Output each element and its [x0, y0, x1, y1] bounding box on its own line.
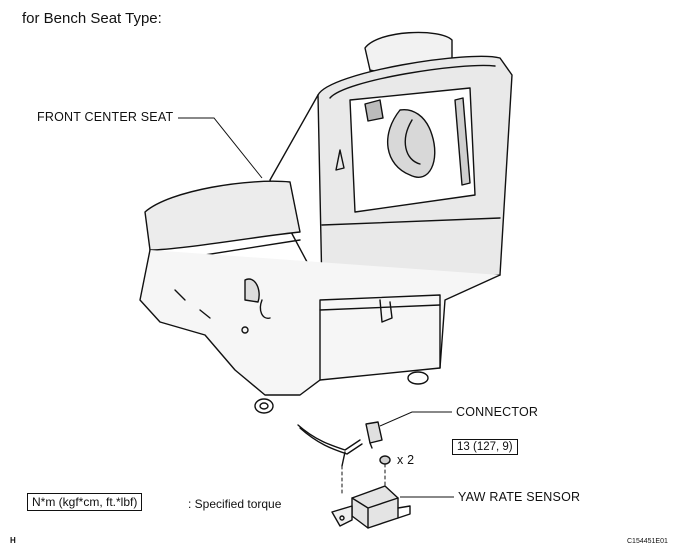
figure-id: C154451E01 [627, 538, 668, 545]
front-center-seat-label: FRONT CENTER SEAT [37, 110, 174, 124]
footer-left-code: H [10, 536, 16, 545]
quantity-label: x 2 [397, 453, 415, 467]
diagram-heading: for Bench Seat Type: [22, 10, 162, 27]
nut-shape [379, 455, 391, 465]
torque-legend-desc: : Specified torque [188, 497, 282, 511]
yaw-rate-sensor-label: YAW RATE SENSOR [458, 490, 581, 504]
install-guide-lines [341, 463, 386, 496]
torque-value-box: 13 (127, 9) [452, 439, 518, 455]
connector-label: CONNECTOR [456, 405, 539, 419]
seat-leader-line [178, 117, 263, 179]
cupholder-shape [335, 87, 476, 213]
yaw-rate-sensor-shape [331, 485, 411, 529]
wire-harness-shape [297, 424, 363, 467]
seat-cushion-shape [144, 180, 301, 263]
seat-frame-shape [139, 249, 501, 414]
connector-leader-line [379, 411, 452, 427]
connector-shape [365, 421, 383, 449]
torque-legend-unit: N*m (kgf*cm, ft.*lbf) [27, 493, 143, 511]
